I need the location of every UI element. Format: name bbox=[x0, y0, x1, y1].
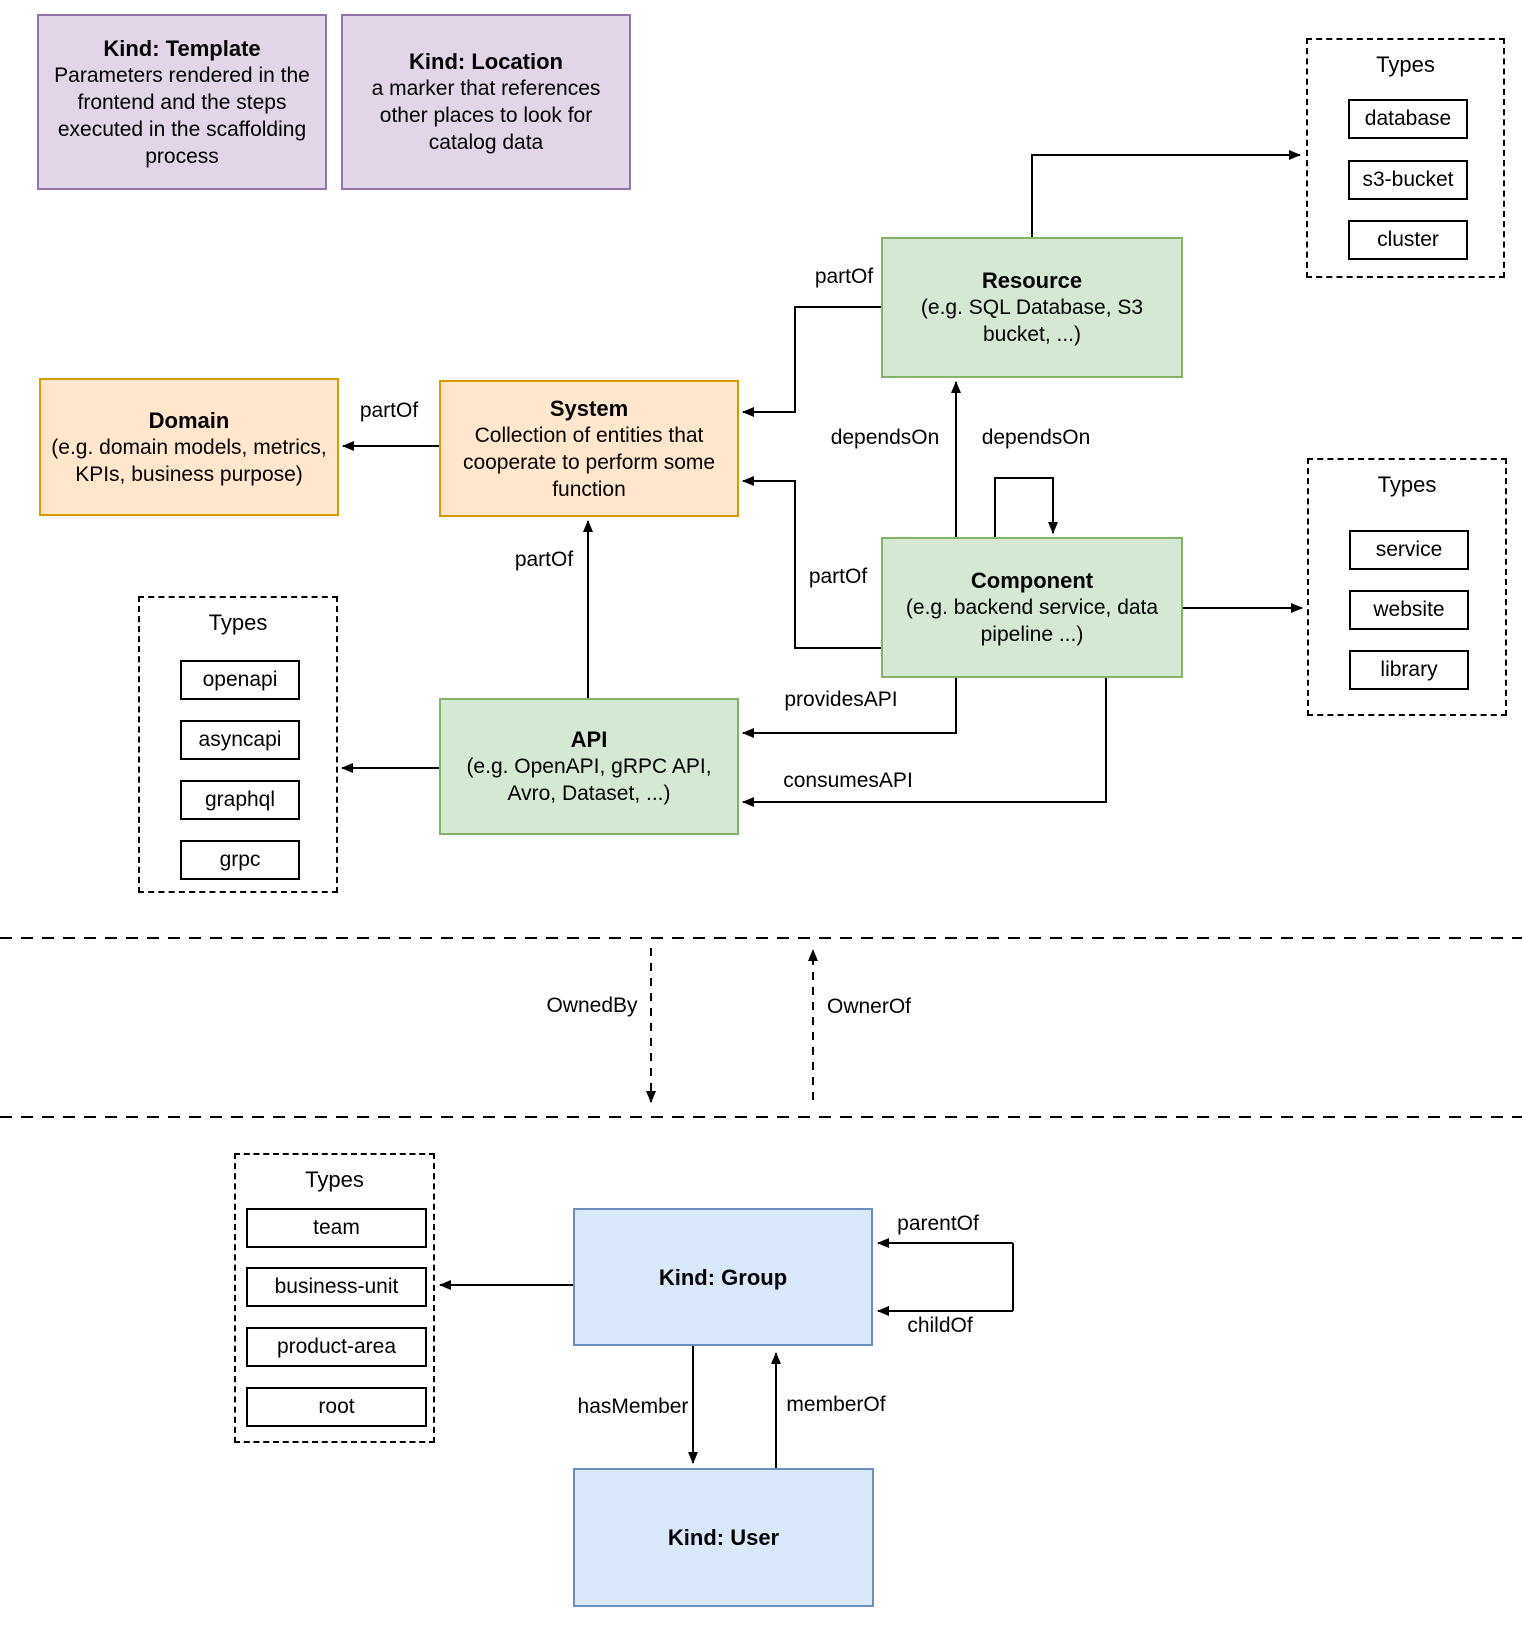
kind-group-title: Kind: Group bbox=[658, 1264, 788, 1290]
resource-title: Resource bbox=[981, 268, 1083, 293]
kind-group-node: Kind: Group bbox=[573, 1208, 873, 1346]
edge-label-consumesapi: consumesAPI bbox=[780, 769, 916, 793]
edge-label-partof-system-domain: partOf bbox=[356, 399, 422, 423]
kind-template-desc: Parameters rendered in the frontend and … bbox=[54, 63, 310, 168]
edge-label-partof-component-system: partOf bbox=[805, 565, 871, 589]
edge-label-providesapi: providesAPI bbox=[781, 688, 901, 712]
edge-label-hasmember: hasMember bbox=[574, 1395, 692, 1419]
system-node: System Collection of entities that coope… bbox=[439, 380, 739, 517]
group-types-title: Types bbox=[305, 1167, 364, 1192]
group-types-group: Types team business-unit product-area ro… bbox=[234, 1153, 435, 1443]
type-item: asyncapi bbox=[180, 720, 300, 760]
kind-location-title: Kind: Location bbox=[409, 49, 563, 74]
resource-desc: (e.g. SQL Database, S3 bucket, ...) bbox=[920, 296, 1144, 346]
kind-template-node: Kind: Template Parameters rendered in th… bbox=[37, 14, 327, 190]
type-item: website bbox=[1349, 590, 1469, 630]
type-item: database bbox=[1348, 99, 1468, 139]
system-desc: Collection of entities that cooperate to… bbox=[462, 423, 716, 501]
type-item: business-unit bbox=[246, 1267, 427, 1307]
api-types-group: Types openapi asyncapi graphql grpc bbox=[138, 596, 338, 893]
resource-types-group: Types database s3-bucket cluster bbox=[1306, 38, 1505, 278]
type-item: cluster bbox=[1348, 220, 1468, 260]
edge-label-memberof: memberOf bbox=[783, 1393, 889, 1417]
domain-desc: (e.g. domain models, metrics, KPIs, busi… bbox=[51, 435, 327, 486]
type-item: root bbox=[246, 1387, 427, 1427]
system-title: System bbox=[549, 395, 629, 421]
kind-template-title: Kind: Template bbox=[103, 35, 261, 61]
kind-location-node: Kind: Location a marker that references … bbox=[341, 14, 631, 190]
type-item: team bbox=[246, 1208, 427, 1248]
component-types-title: Types bbox=[1377, 472, 1437, 497]
type-item: grpc bbox=[180, 840, 300, 880]
api-node: API (e.g. OpenAPI, gRPC API, Avro, Datas… bbox=[439, 698, 739, 835]
type-item: product-area bbox=[246, 1327, 427, 1367]
component-desc: (e.g. backend service, data pipeline ...… bbox=[905, 596, 1159, 646]
edge-label-dependson-resource: dependsOn bbox=[827, 426, 943, 450]
edge-label-partof-resource-system: partOf bbox=[811, 265, 877, 289]
domain-node: Domain (e.g. domain models, metrics, KPI… bbox=[39, 378, 339, 516]
edge-label-parentof: parentOf bbox=[894, 1212, 982, 1236]
edge-label-ownedby: OwnedBy bbox=[543, 994, 641, 1018]
resource-types-title: Types bbox=[1376, 52, 1435, 77]
component-title: Component bbox=[970, 568, 1094, 593]
component-node: Component (e.g. backend service, data pi… bbox=[881, 537, 1183, 678]
component-types-group: Types service website library bbox=[1307, 458, 1507, 716]
kind-user-node: Kind: User bbox=[573, 1468, 874, 1607]
api-title: API bbox=[570, 727, 608, 752]
edge-label-partof-api-system: partOf bbox=[511, 548, 577, 572]
type-item: openapi bbox=[180, 660, 300, 700]
kind-user-title: Kind: User bbox=[667, 1525, 780, 1550]
type-item: service bbox=[1349, 530, 1469, 570]
edge-label-ownerof: OwnerOf bbox=[823, 995, 915, 1019]
domain-title: Domain bbox=[148, 407, 230, 433]
type-item: s3-bucket bbox=[1348, 160, 1468, 200]
type-item: graphql bbox=[180, 780, 300, 820]
edge-label-childof: childOf bbox=[904, 1314, 976, 1338]
resource-node: Resource (e.g. SQL Database, S3 bucket, … bbox=[881, 237, 1183, 378]
kind-location-desc: a marker that references other places to… bbox=[371, 77, 601, 154]
edge-label-dependson-self: dependsOn bbox=[978, 426, 1094, 450]
type-item: library bbox=[1349, 650, 1469, 690]
api-types-title: Types bbox=[208, 610, 268, 635]
api-desc: (e.g. OpenAPI, gRPC API, Avro, Dataset, … bbox=[466, 755, 712, 805]
